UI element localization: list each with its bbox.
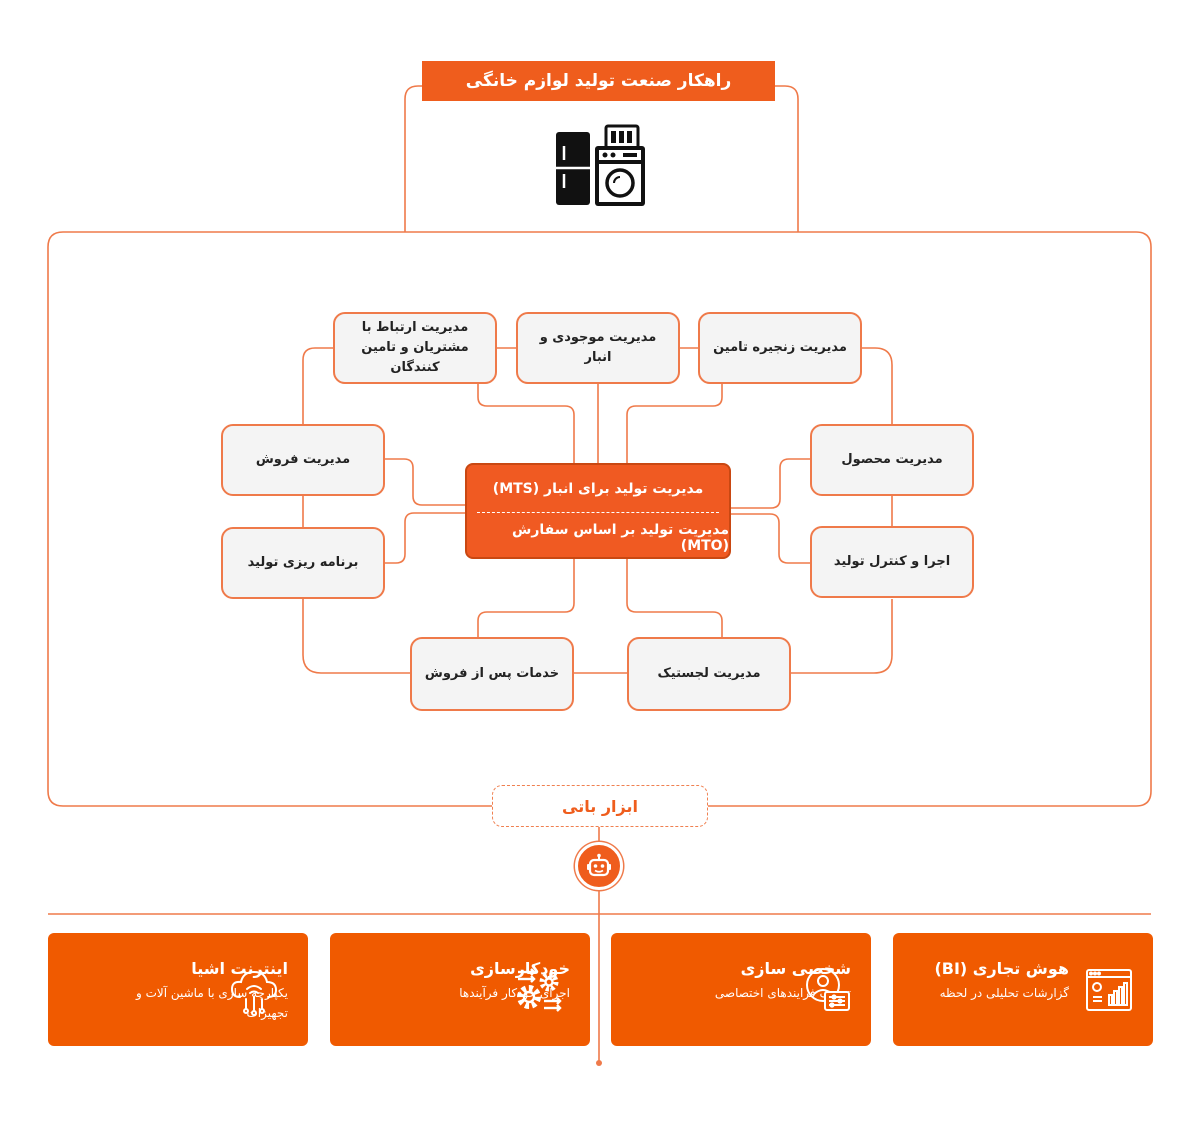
home-appliances-icon	[556, 124, 645, 206]
feature-card-personalization: شخصی سازی تعریف فرایندهای اختصاصی	[611, 933, 871, 1046]
center-node-production-management: مدیریت تولید برای انبار (MTS) مدیریت تول…	[465, 463, 731, 559]
node-sales-management: مدیریت فروش	[221, 424, 385, 496]
center-node-divider	[477, 512, 719, 513]
feature-card-title: اینترنت اشیا	[191, 959, 288, 978]
feature-card-description: گزارشات تحلیلی در لحظه	[939, 986, 1069, 1000]
feature-card-automation: خودکارسازی اجرای خودکار فرآیندها	[330, 933, 590, 1046]
node-after-sales-service: خدمات پس از فروش	[410, 637, 574, 711]
page-title: راهکار صنعت تولید لوازم خانگی	[422, 61, 775, 101]
feature-card-description: تعریف فرایندهای اختصاصی	[714, 986, 851, 1000]
node-production-execution-control: اجرا و کنترل تولید	[810, 526, 974, 598]
center-node-mto-label: مدیریت تولید بر اساس سفارش (MTO)	[512, 521, 729, 554]
feature-card-title: خودکارسازی	[470, 959, 570, 978]
bot-badge	[575, 842, 623, 890]
feature-card-description: اجرای خودکار فرآیندها	[459, 986, 570, 1000]
center-node-mts-label: مدیریت تولید برای انبار (MTS)	[492, 480, 704, 497]
node-production-planning: برنامه ریزی تولید	[221, 527, 385, 599]
iot-cloud-icon	[230, 970, 278, 1016]
tools-label: ابزار باتی	[492, 785, 708, 827]
node-logistics-management: مدیریت لجستیک	[627, 637, 791, 711]
automation-gears-icon	[517, 968, 562, 1012]
robot-icon	[587, 853, 611, 877]
node-inventory-management: مدیریت موجودی و انبار	[516, 312, 680, 384]
personalization-icon	[806, 968, 850, 1011]
feature-card-iot: اینترنت اشیا یکپارچه سازی با ماشین آلات …	[48, 933, 308, 1046]
node-product-management: مدیریت محصول	[810, 424, 974, 496]
feature-card-title: شخصی سازی	[740, 959, 851, 978]
feature-card-business-intelligence: هوش تجاری (BI) گزارشات تحلیلی در لحظه	[893, 933, 1153, 1046]
feature-card-description: یکپارچه سازی با ماشین آلات و تجهیزات	[135, 986, 288, 1020]
node-supply-chain-management: مدیریت زنجیره تامین	[698, 312, 862, 384]
feature-card-title: هوش تجاری (BI)	[934, 959, 1069, 978]
node-customer-supplier-relations: مدیریت ارتباط با مشتریان و تامین کنندگان	[333, 312, 497, 384]
bi-chart-icon	[1086, 969, 1132, 1011]
